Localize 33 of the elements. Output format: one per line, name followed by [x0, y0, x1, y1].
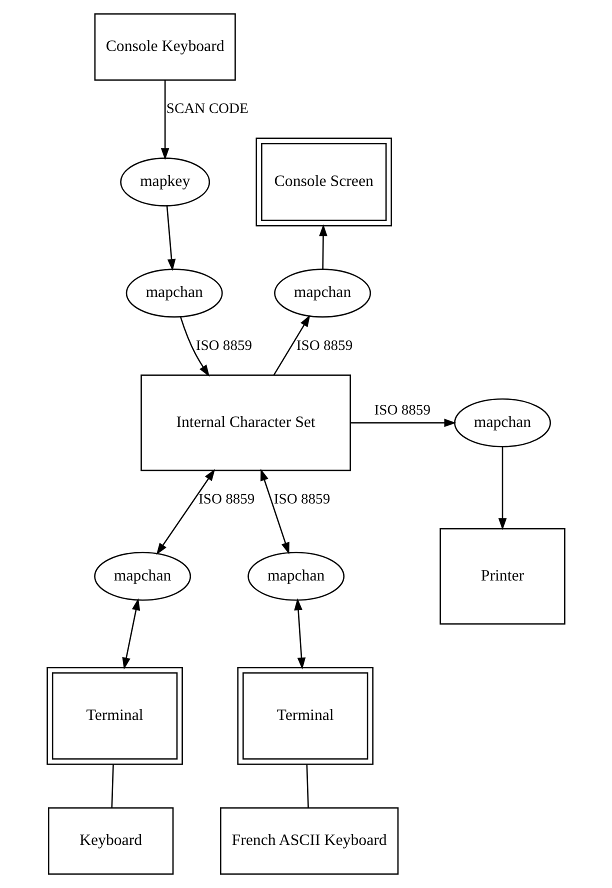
node-box: Terminal [237, 666, 374, 765]
node-ellipse: mapchan [248, 552, 345, 601]
edge-label: ISO 8859 [296, 338, 353, 354]
arrow [273, 314, 310, 376]
arrow [498, 447, 507, 530]
node-box: Internal Character Set [140, 374, 351, 472]
node-ellipse: mapchan [126, 268, 223, 318]
edge-label: ISO 8859 [274, 491, 330, 508]
node-ellipse: mapkey [120, 158, 210, 206]
arrow [160, 80, 170, 160]
node-ellipse: mapchan [94, 552, 192, 601]
edge-label: ISO 8859 [198, 491, 255, 508]
node-box: French ASCII Keyboard [220, 807, 399, 875]
arrow [122, 598, 140, 670]
node-ellipse: mapchan [454, 398, 551, 448]
arrow [156, 468, 216, 555]
connector [111, 764, 114, 808]
node-box: Printer [440, 528, 566, 625]
arrow [260, 468, 290, 554]
node-box: Console Screen [256, 138, 392, 226]
edge-label: ISO 8859 [374, 402, 430, 419]
arrow [166, 206, 176, 271]
edge-label: ISO 8859 [196, 338, 252, 354]
connector [306, 764, 309, 808]
arrow [294, 598, 306, 670]
node-box: Console Keyboard [94, 13, 236, 81]
arrow [180, 317, 210, 377]
edge-label: SCAN CODE [166, 100, 248, 117]
node-ellipse: mapchan [274, 268, 372, 318]
node-box: Keyboard [48, 807, 174, 875]
arrow [350, 418, 456, 427]
node-box: Terminal [46, 666, 183, 765]
arrow [319, 224, 328, 270]
